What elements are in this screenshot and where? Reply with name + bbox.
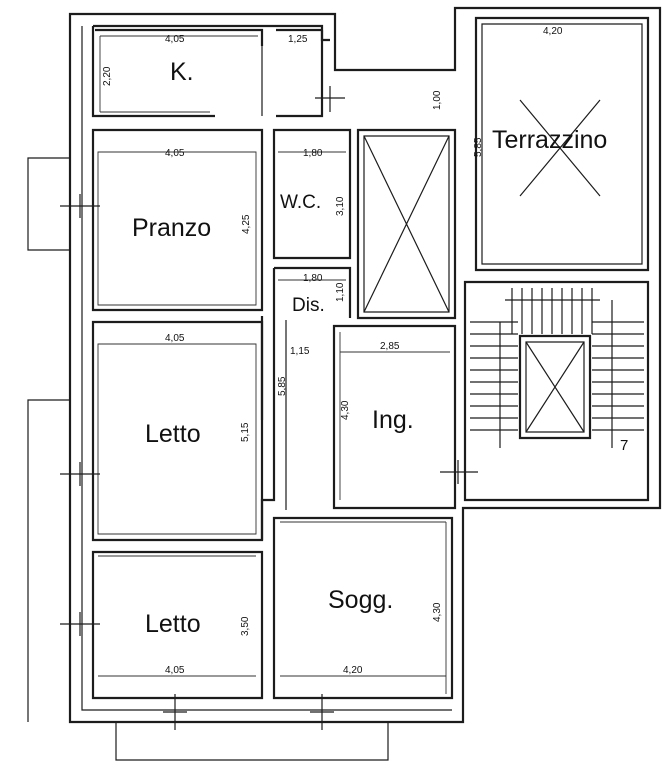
label-kitchen: K. bbox=[170, 58, 194, 86]
room-letto-upper bbox=[91, 320, 264, 542]
dim-ing-width: 2,85 bbox=[380, 341, 400, 352]
dim-dis-width: 1,80 bbox=[303, 273, 323, 284]
stair-mark: 7 bbox=[620, 437, 628, 454]
staircase bbox=[470, 288, 644, 448]
dim-wc-width: 1,80 bbox=[303, 148, 323, 159]
dim-letto2-height: 3,50 bbox=[240, 616, 251, 636]
dim-k-height: 2,20 bbox=[102, 66, 113, 86]
dim-sogg-height: 4,30 bbox=[432, 602, 443, 622]
label-pranzo: Pranzo bbox=[132, 214, 211, 242]
dim-passage: 1,00 bbox=[432, 90, 443, 110]
room-letto-lower bbox=[91, 550, 264, 700]
label-sogg: Sogg. bbox=[328, 586, 393, 614]
dim-corridor-width: 1,15 bbox=[290, 346, 310, 357]
label-terrazzino: Terrazzino bbox=[492, 126, 607, 154]
room-ingresso bbox=[332, 324, 457, 510]
dim-dis-height: 1,10 bbox=[335, 282, 346, 302]
room-pranzo bbox=[91, 128, 264, 312]
label-letto-upper: Letto bbox=[145, 420, 201, 448]
dim-pranzo-width: 4,05 bbox=[165, 148, 185, 159]
dim-corridor-height: 5,85 bbox=[277, 376, 288, 396]
room-dis bbox=[274, 266, 352, 318]
dim-k-width: 4,05 bbox=[165, 34, 185, 45]
room-wc bbox=[272, 128, 352, 260]
stair-lift-box bbox=[518, 334, 592, 440]
lift-shaft bbox=[356, 128, 457, 320]
dim-small-width: 1,25 bbox=[288, 34, 308, 45]
outer-walls bbox=[68, 6, 662, 724]
dim-letto1-width: 4,05 bbox=[165, 333, 185, 344]
balcony-left bbox=[27, 157, 70, 722]
room-kitchen bbox=[91, 26, 324, 118]
corridor bbox=[260, 268, 287, 540]
label-ing: Ing. bbox=[372, 406, 414, 434]
room-soggiorno bbox=[272, 516, 454, 700]
dim-terr-width: 4,20 bbox=[543, 26, 563, 37]
label-wc: W.C. bbox=[280, 192, 321, 213]
window-markers bbox=[60, 86, 478, 730]
dim-letto2-width: 4,05 bbox=[165, 665, 185, 676]
dim-wc-height: 3,10 bbox=[335, 196, 346, 216]
dim-ing-height: 4,30 bbox=[340, 400, 351, 420]
terrazzino-cross bbox=[519, 99, 601, 197]
dim-terr-height: 5,85 bbox=[473, 137, 484, 157]
dim-letto1-height: 5,15 bbox=[240, 422, 251, 442]
balcony-bottom bbox=[115, 722, 389, 761]
dim-pranzo-height: 4,25 bbox=[241, 214, 252, 234]
label-dis: Dis. bbox=[292, 295, 325, 316]
label-letto-lower: Letto bbox=[145, 610, 201, 638]
dim-sogg-width: 4,20 bbox=[343, 665, 363, 676]
